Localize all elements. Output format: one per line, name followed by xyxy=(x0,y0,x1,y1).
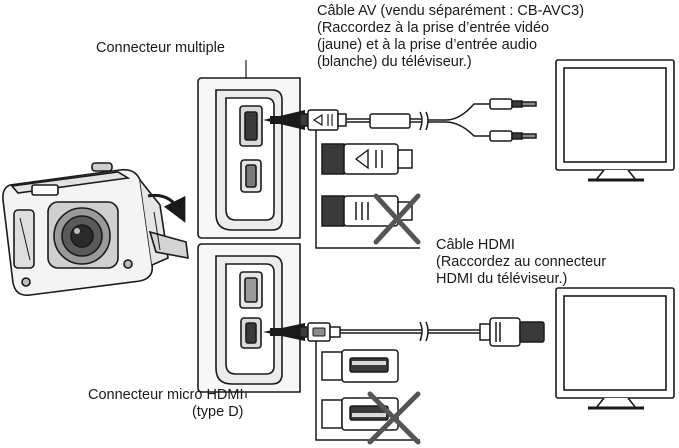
hdmi-cable-label: Câble HDMI (Raccordez au connecteur HDMI… xyxy=(436,237,607,287)
arrow-shaft-top xyxy=(270,116,304,124)
hdmi-cable xyxy=(299,317,545,347)
av-cable-label: Câble AV (vendu séparément : CB-AVC3) (R… xyxy=(317,3,585,70)
hdmi-plug-orientation-detail xyxy=(315,341,420,441)
cross-icon xyxy=(373,193,421,245)
av-plug-orientation-detail xyxy=(315,130,420,249)
curved-arrow-icon xyxy=(147,193,186,223)
cross-icon xyxy=(367,391,421,445)
multi-connector-label: Connecteur multiple xyxy=(96,40,225,56)
tv-icon xyxy=(555,59,675,182)
arrow-shaft-bottom xyxy=(270,328,304,336)
camera-port-closeup-bottom xyxy=(197,243,301,393)
micro-hdmi-connector-label: Connecteur micro HDMI (type D) xyxy=(88,387,244,420)
camera-port-closeup-top xyxy=(197,77,301,239)
camera-icon xyxy=(2,162,189,297)
av-cable xyxy=(299,98,537,142)
tv-icon xyxy=(555,287,675,410)
